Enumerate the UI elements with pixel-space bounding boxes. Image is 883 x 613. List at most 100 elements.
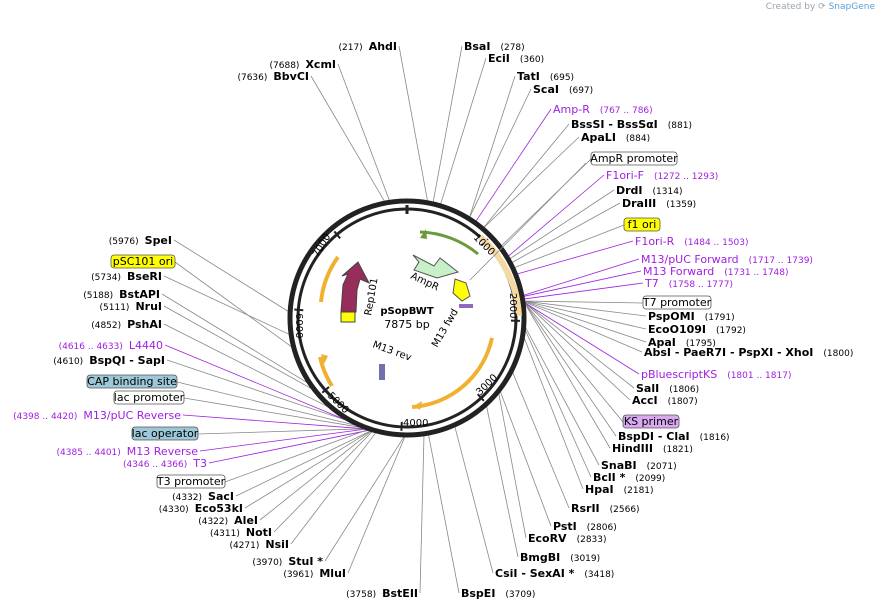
plasmid-name: pSopBWT: [380, 306, 433, 317]
label-connector-lines: [161, 45, 647, 594]
enzyme-label-stui: (3970)StuI *: [252, 555, 323, 568]
enzyme-name: SnaBI: [601, 459, 637, 472]
tick-mark: [477, 393, 485, 402]
enzyme-name: SalI: [636, 382, 659, 395]
orf-arc: [319, 255, 340, 303]
connector-draiii: [512, 202, 621, 263]
connector-bstapi: [161, 293, 308, 383]
connector-bspqi: [166, 359, 347, 421]
enzyme-label-apai: ApaI(1795): [648, 336, 716, 349]
enzyme-name: EciI: [488, 52, 510, 65]
enzyme-label-pspomi: PspOMI(1791): [648, 310, 735, 323]
connector-tati: [469, 75, 516, 217]
connector-mlui: [347, 436, 406, 574]
enzyme-label-ecorv: EcoRV(2833): [528, 532, 607, 545]
enzyme-position: (1314): [653, 187, 683, 197]
box-connector-lac-promoter: [183, 397, 360, 428]
primer-position: (1717 .. 1739): [749, 256, 813, 266]
feature-box-bg: [642, 295, 712, 310]
enzyme-name: TatI: [517, 70, 540, 83]
backbone-circle: [287, 198, 527, 438]
enzyme-name: StuI *: [288, 555, 323, 568]
feature-box-bg: [113, 390, 185, 405]
feature-box-name: lac operator: [132, 427, 199, 440]
feature-label-m13-rev: M13 rev: [371, 339, 413, 363]
connector-apai: [524, 301, 647, 343]
primer-name: M13/pUC Forward: [641, 253, 739, 266]
enzyme-name: BclI *: [593, 471, 626, 484]
enzyme-label-hindiii: HindIII(1821): [612, 442, 693, 455]
enzyme-name: SpeI: [145, 234, 172, 247]
connector-alei: [259, 431, 372, 521]
enzyme-position: (4322): [198, 517, 228, 527]
enzyme-label-saci: (4332)SacI: [172, 490, 234, 503]
connector-bspdi: [524, 303, 617, 437]
enzyme-label-pshai: (4852)PshAI: [91, 318, 162, 331]
feature-label-m13-fwd: M13 fwd: [430, 307, 461, 349]
connector-pshai: [163, 323, 328, 408]
enzyme-position: (695): [550, 73, 574, 83]
enzyme-name: BbvCI: [273, 70, 309, 83]
primer-label-t7: T7(1758 .. 1777): [644, 277, 733, 290]
primer-connector-m13-puc-reverse: [182, 414, 364, 430]
connector-apali: [483, 136, 580, 228]
orf-arc: [411, 337, 494, 409]
enzyme-position: (1807): [668, 397, 698, 407]
enzyme-label-bbvci: (7636)BbvCI: [237, 70, 309, 83]
enzyme-position: (4330): [159, 505, 189, 515]
connector-ecii: [440, 57, 487, 204]
enzyme-name: HpaI: [585, 483, 614, 496]
primer-label-m13-puc-reverse: (4398 .. 4420)M13/pUC Reverse: [13, 409, 181, 422]
enzyme-label-scai: ScaI(697): [533, 83, 593, 96]
enzyme-label-tati: TatI (695): [517, 70, 574, 83]
enzyme-label-bsssi: BssSI - BssSαI(881): [571, 118, 692, 131]
enzyme-position: (2833): [577, 535, 607, 545]
enzyme-label-bspdi: BspDI - ClaI(1816): [618, 430, 730, 443]
enzyme-position: (1795): [686, 339, 716, 349]
feature-box-name: pSC101 ori: [113, 255, 173, 268]
primer-position: (1272 .. 1293): [654, 172, 718, 182]
primer-position: (4385 .. 4401): [57, 448, 121, 458]
connector-pspomi: [524, 300, 647, 317]
enzyme-name: BspQI - SapI: [89, 354, 165, 367]
feature-box-t7-promoter: T7 promoter: [642, 295, 712, 310]
enzyme-label-psti: PstI(2806): [553, 520, 617, 533]
orf-arc: [318, 356, 334, 388]
enzyme-name: AhdI: [369, 40, 397, 53]
enzyme-label-rsrii: RsrII(2566): [571, 502, 640, 515]
connector-snabi: [525, 327, 600, 466]
connector-saci: [235, 430, 371, 497]
enzyme-position: (3418): [584, 570, 614, 580]
enzyme-name: BstEII: [382, 587, 418, 600]
enzyme-label-bstapi: (5188)BstAPI: [83, 288, 160, 301]
enzyme-name: PspOMI: [648, 310, 695, 323]
primer-position: (1731 .. 1748): [724, 268, 788, 278]
enzyme-label-acci: AccI(1807): [632, 394, 698, 407]
enzyme-label-bsai: BsaI(278): [464, 40, 525, 53]
enzyme-position: (1816): [700, 433, 730, 443]
primer-name: M13 Forward: [643, 265, 714, 278]
enzyme-position: (2566): [610, 505, 640, 515]
primer-connector-m13-reverse: [199, 428, 365, 452]
enzyme-position: (217): [338, 43, 362, 53]
primer-label-f1ori-f: F1ori-F(1272 .. 1293): [606, 169, 718, 182]
enzyme-label-nsii: (4271)NsiI: [229, 538, 289, 551]
tick-label-2000: 2000: [507, 293, 518, 318]
enzyme-label-ahdi: (217) AhdI: [338, 40, 397, 53]
feature-box-lac-operator: lac operator: [131, 426, 199, 441]
primer-name: pBluescriptKS: [641, 368, 717, 381]
enzyme-position: (3758): [346, 590, 376, 600]
connector-bspei: [428, 434, 460, 594]
feature-label-rep101: Rep101: [363, 277, 380, 316]
enzyme-label-csii: CsiI - SexAI *(3418): [495, 567, 614, 580]
connector-ecorv: [498, 393, 527, 539]
rep101-ori-block: [340, 311, 356, 323]
connector-ahdi: [398, 45, 428, 201]
orf-arcs: [318, 234, 522, 410]
feature-box-name: KS primer: [624, 415, 679, 428]
enzyme-label-eco53ki: (4330)Eco53kI: [159, 502, 243, 515]
enzyme-label-sali: SalI(1806): [636, 382, 699, 395]
enzyme-position: (360): [520, 55, 544, 65]
feature-box-name: f1 ori: [628, 218, 657, 231]
